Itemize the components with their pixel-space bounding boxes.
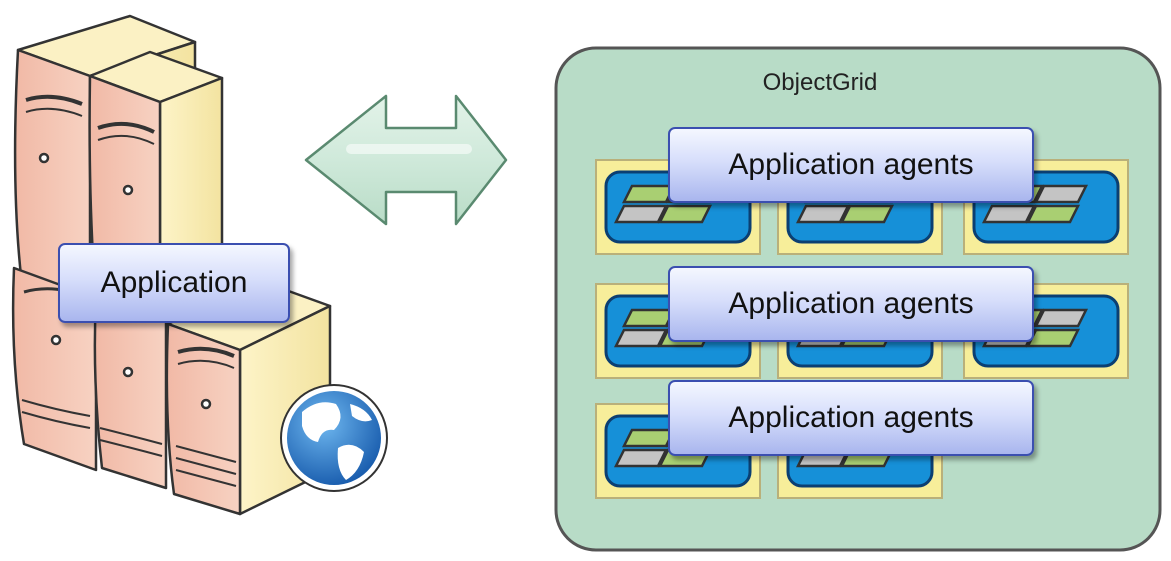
application-agents-label: Application agents: [668, 380, 1034, 456]
application-label: Application: [58, 243, 290, 323]
application-agents-label: Application agents: [668, 127, 1034, 203]
application-agents-text: Application agents: [728, 401, 974, 434]
globe-icon: [280, 384, 388, 492]
bidirectional-arrow-icon: [304, 94, 508, 226]
application-agents-text: Application agents: [728, 148, 974, 181]
object-grid-title: ObjectGrid: [762, 69, 878, 96]
application-agents-label: Application agents: [668, 266, 1034, 342]
application-agents-text: Application agents: [728, 287, 974, 320]
application-label-text: Application: [100, 266, 248, 299]
